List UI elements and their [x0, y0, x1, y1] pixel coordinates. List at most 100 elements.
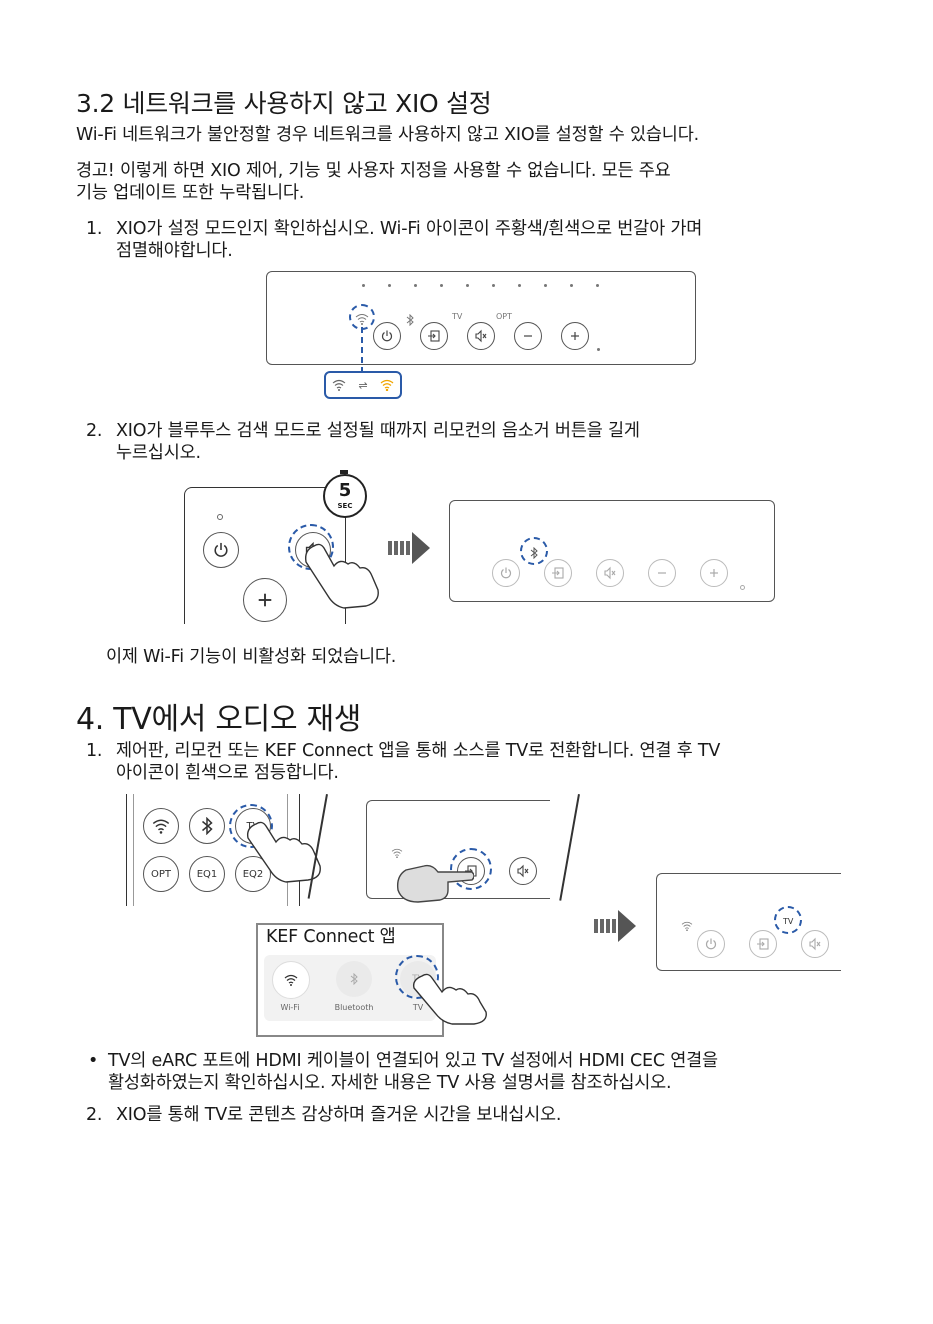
remote-volume-up-button[interactable]: [243, 578, 287, 622]
mute-button[interactable]: [509, 857, 537, 885]
wifi-icon: [681, 916, 693, 935]
control-panel-figure-6: TV: [656, 873, 841, 971]
volume-down-button[interactable]: [514, 322, 542, 350]
minus-icon: [658, 572, 666, 574]
source-highlight: [450, 848, 492, 890]
remote-opt-button[interactable]: OPT: [143, 856, 179, 892]
section4-step1-line-2: 아이콘이 흰색으로 점등합니다.: [116, 763, 339, 783]
timer-icon: 5 SEC: [323, 470, 367, 518]
mute-button[interactable]: [467, 322, 495, 350]
step2-line-1: 2.XIO가 블루투스 검색 모드로 설정될 때까지 리모컨의 음소거 버튼을 …: [86, 420, 640, 443]
mute-button[interactable]: [801, 930, 829, 958]
volume-up-button[interactable]: [561, 322, 589, 350]
warning-line-2: 기능 업데이트 또한 누락됩니다.: [76, 183, 305, 203]
bluetooth-icon: [406, 311, 414, 330]
source-button[interactable]: [420, 322, 448, 350]
bullet-line-2: 활성화하였는지 확인하십시오. 자세한 내용은 TV 사용 설명서를 참조하십시…: [108, 1073, 672, 1093]
step1-line-1: 1. XIO가 설정 모드인지 확인하십시오. Wi-Fi 아이콘이 주황색/흰색…: [86, 218, 702, 241]
result-arrow: [594, 910, 636, 942]
hand-press-icon: [412, 973, 487, 1025]
tv-lit-highlight: [774, 906, 802, 934]
app-bluetooth-button[interactable]: [336, 961, 372, 997]
app-wifi-button[interactable]: [272, 961, 310, 999]
control-panel-figure-2: [449, 500, 775, 602]
hand-point-icon: [396, 864, 474, 903]
wifi-white-icon: [332, 376, 346, 395]
step-number: 2.: [86, 1105, 103, 1125]
step-text: XIO를 통해 TV로 콘텐츠 감상하며 즐거운 시간을 보내십시오.: [116, 1105, 562, 1125]
mute-icon: [475, 329, 487, 343]
result-arrow: [388, 532, 430, 564]
wifi-icon: [284, 974, 298, 986]
section-title-4: 4. TV에서 오디오 재생: [76, 702, 362, 737]
app-label: KEF Connect 앱: [266, 927, 396, 947]
section-title-3-2: 3.2 네트워크를 사용하지 않고 XIO 설정: [76, 89, 492, 118]
source-icon: [552, 567, 564, 579]
tv-button-highlight: [229, 804, 273, 848]
connector-line: [361, 327, 363, 373]
bluetooth-icon: [202, 817, 213, 835]
step-number: 1.: [86, 219, 103, 239]
wifi-icon: [152, 819, 170, 834]
source-icon: [428, 330, 440, 342]
power-button[interactable]: [697, 930, 725, 958]
result-text: 이제 Wi-Fi 기능이 비활성화 되었습니다.: [106, 647, 397, 667]
volume-down-button[interactable]: [648, 559, 676, 587]
remote-bluetooth-button[interactable]: [189, 808, 225, 844]
power-icon: [500, 567, 512, 579]
remote-figure-3: TV OPT EQ1 EQ2: [126, 794, 300, 906]
step-text: XIO가 설정 모드인지 확인하십시오. Wi-Fi 아이콘이 주황색/흰색으로…: [116, 219, 703, 239]
step1-line-2: 점멸해야합니다.: [116, 241, 233, 261]
hand-press-icon: [246, 821, 321, 883]
remote-power-button[interactable]: [203, 532, 239, 568]
step-text: 제어판, 리모컨 또는 KEF Connect 앱을 통해 소스를 TV로 전환…: [116, 741, 721, 761]
step-number: 2.: [86, 421, 103, 441]
remote-eq2-button[interactable]: EQ2: [235, 856, 271, 892]
bluetooth-highlight: [520, 537, 548, 565]
power-icon: [214, 542, 228, 557]
mute-icon: [604, 566, 616, 580]
remote-eq1-button[interactable]: EQ1: [189, 856, 225, 892]
hand-press-icon: [304, 543, 379, 609]
remote-wifi-button[interactable]: [143, 808, 179, 844]
section4-step2: 2. XIO를 통해 TV로 콘텐츠 감상하며 즐거운 시간을 보내십시오.: [86, 1104, 561, 1127]
step2-line-2: 누르십시오.: [116, 443, 201, 463]
warning-line-1: 경고! 이렇게 하면 XIO 제어, 기능 및 사용자 지정을 사용할 수 없습…: [76, 161, 671, 181]
wifi-orange-icon: [380, 376, 394, 395]
timer-value: 5: [338, 480, 352, 501]
app-tv-label: TV: [412, 1003, 424, 1012]
divider-slash: [559, 794, 580, 901]
wifi-icon: [391, 843, 403, 862]
wifi-blink-indicator: ⇌: [324, 371, 402, 399]
source-button[interactable]: [544, 559, 572, 587]
power-button[interactable]: [492, 559, 520, 587]
source-icon: [757, 938, 769, 950]
step-number: 1.: [86, 741, 103, 761]
power-icon: [705, 938, 717, 950]
opt-label: OPT: [496, 312, 513, 321]
app-bluetooth-label: Bluetooth: [334, 1003, 374, 1012]
plus-icon: [571, 332, 579, 340]
power-button[interactable]: [373, 322, 401, 350]
app-tv-highlight: [395, 955, 439, 999]
minus-icon: [524, 335, 532, 337]
tv-label: TV: [452, 312, 463, 321]
timer-unit: SEC: [337, 502, 353, 510]
volume-up-button[interactable]: [700, 559, 728, 587]
mute-button[interactable]: [596, 559, 624, 587]
bullet-mark: •: [88, 1051, 99, 1071]
control-panel-figure-1: TV OPT: [266, 271, 696, 365]
intro-text: Wi-Fi 네트워크가 불안정할 경우 네트워크를 사용하지 않고 XIO를 설…: [76, 125, 699, 145]
power-icon: [381, 330, 393, 342]
mute-icon: [517, 864, 529, 878]
plus-icon: [710, 569, 718, 577]
mute-icon: [809, 937, 821, 951]
alternate-arrows-icon: ⇌: [358, 378, 368, 392]
bluetooth-icon: [350, 973, 358, 985]
bullet-text: TV의 eARC 포트에 HDMI 케이블이 연결되어 있고 TV 설정에서 H…: [108, 1051, 718, 1071]
source-button[interactable]: [749, 930, 777, 958]
section4-step1-line-1: 1. 제어판, 리모컨 또는 KEF Connect 앱을 통해 소스를 TV로 …: [86, 740, 720, 763]
plus-icon: [258, 593, 272, 607]
bullet-line-1: • TV의 eARC 포트에 HDMI 케이블이 연결되어 있고 TV 설정에서 …: [88, 1050, 718, 1073]
app-wifi-label: Wi-Fi: [280, 1003, 300, 1012]
